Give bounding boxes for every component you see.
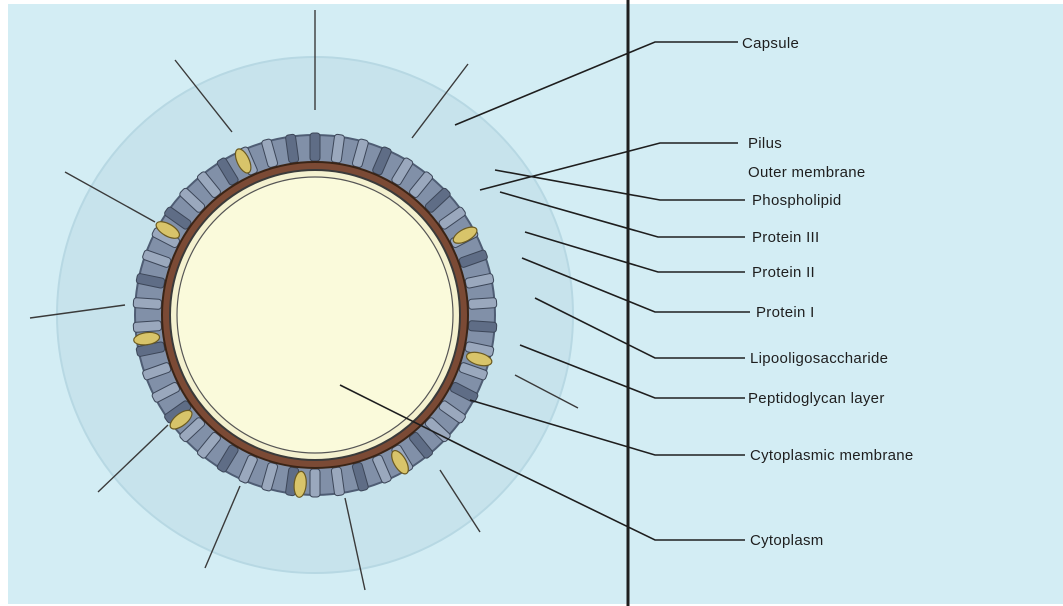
label-pilus: Pilus bbox=[748, 135, 782, 152]
label-phospholipid: Phospholipid bbox=[752, 192, 842, 209]
membrane-protein-block bbox=[468, 321, 497, 333]
label-outer-membrane: Outer membrane bbox=[748, 164, 866, 181]
membrane-protein-block bbox=[310, 133, 320, 161]
label-lipooligosaccharide: Lipooligosaccharide bbox=[750, 350, 888, 367]
membrane-protein-block bbox=[133, 298, 162, 310]
label-peptidoglycan-layer: Peptidoglycan layer bbox=[748, 390, 885, 407]
label-cytoplasmic-membrane: Cytoplasmic membrane bbox=[750, 447, 914, 464]
cytoplasm bbox=[177, 177, 453, 453]
right-panel-background bbox=[628, 4, 1063, 604]
label-protein-iii: Protein III bbox=[752, 229, 820, 246]
membrane-protein-block bbox=[133, 321, 162, 333]
membrane-protein-block bbox=[468, 298, 497, 310]
label-protein-i: Protein I bbox=[756, 304, 815, 321]
label-capsule: Capsule bbox=[742, 35, 799, 52]
label-cytoplasm: Cytoplasm bbox=[750, 532, 824, 549]
membrane-protein-block bbox=[310, 469, 320, 497]
label-protein-ii: Protein II bbox=[752, 264, 815, 281]
